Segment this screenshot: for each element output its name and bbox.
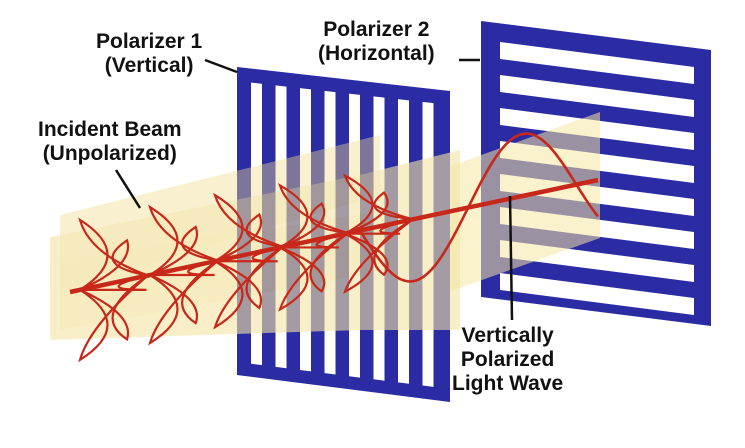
polarizer-2-slit [500, 273, 694, 315]
helix-loop [214, 212, 284, 263]
helix-loop [78, 217, 149, 291]
polarizer-2-label-line2: (Horizontal) [318, 42, 435, 65]
helix-loop [149, 225, 219, 277]
vertical-polarized-wave [358, 132, 600, 283]
helix-loop [79, 238, 149, 291]
polarizer-2-slit [500, 42, 694, 84]
helix-loop [148, 204, 219, 276]
helix-loop [278, 232, 349, 312]
helix-loop [344, 191, 414, 235]
incident-beam-label-line2: (Unpolarized) [42, 142, 177, 165]
helix-loop [149, 259, 219, 325]
helix-loop [213, 192, 284, 263]
polarizer-2-slit [500, 75, 694, 117]
wave-label-line3: Light Wave [452, 372, 564, 395]
helix-loop [279, 202, 349, 249]
helix-loop [214, 245, 284, 310]
helix-loop [79, 274, 149, 342]
leader-polarizer-1 [204, 58, 238, 74]
helix-loop [343, 173, 414, 235]
helix-loop [344, 218, 414, 277]
helix-loop [343, 218, 414, 294]
helix-loop [278, 183, 349, 249]
leader-lines [114, 58, 514, 321]
polarizer-2-label: Polarizer 2 (Horizontal) [318, 18, 435, 66]
incident-beam-sheet-b [60, 135, 380, 290]
incident-beam-label-line1: Incident Beam [38, 118, 182, 141]
leader-incident-beam [114, 169, 142, 209]
polarizer-1-label-line1: Polarizer 1 [96, 30, 203, 53]
wave-label: Vertically Polarized Light Wave [452, 324, 563, 396]
polarizer-1-label: Polarizer 1 (Vertical) [96, 30, 202, 78]
wave-label-line2: Polarized [460, 348, 555, 371]
unpolarized-wave-spirals [78, 173, 414, 363]
helix-loop [148, 259, 219, 346]
leader-wave [508, 195, 514, 321]
polarizer-2-label-line1: Polarizer 2 [323, 18, 430, 41]
helix-loop [279, 232, 349, 293]
helix-loop [213, 245, 284, 330]
helix-loop [78, 274, 149, 363]
incident-beam-sheet-a [50, 150, 460, 340]
incident-beam-label: Incident Beam (Unpolarized) [38, 118, 182, 166]
polarizer-1-label-line2: (Vertical) [104, 54, 194, 77]
wave-label-line1: Vertically [461, 324, 554, 347]
